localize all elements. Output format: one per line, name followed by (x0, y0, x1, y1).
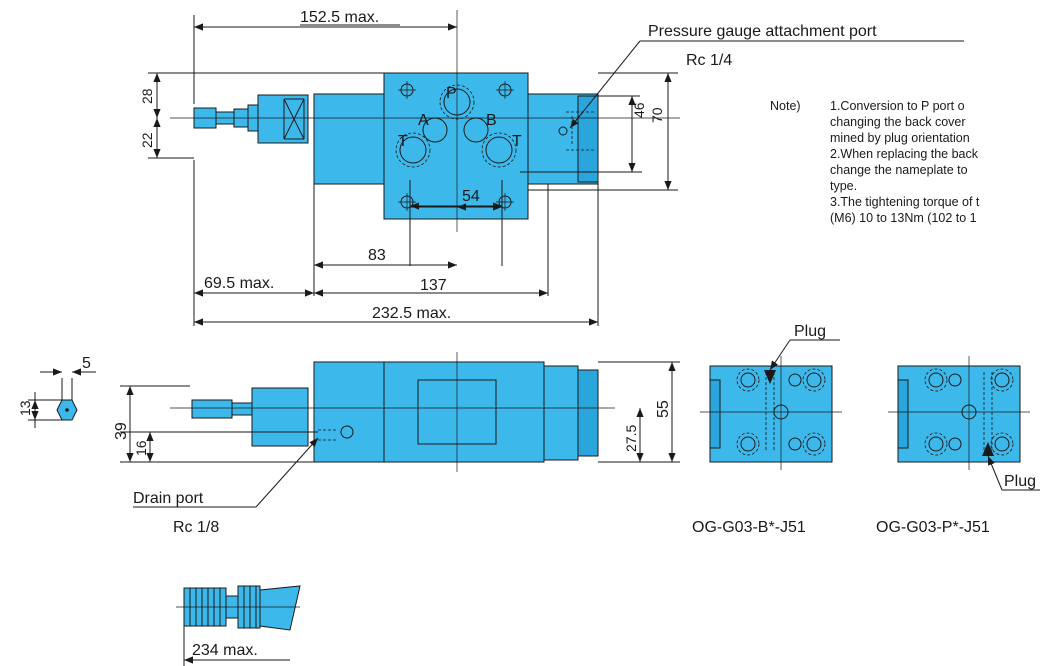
note-2-line-2: change the nameplate to (830, 163, 968, 177)
notes-block: Note) 1.Conversion to P port o changing t… (770, 98, 1052, 226)
hex-detail: 5 13 (17, 355, 96, 428)
note-1-line-1: 1.Conversion to P port o (830, 99, 965, 113)
dim-16-label: 16 (133, 440, 149, 456)
note-1-line-2: changing the back cover (830, 115, 966, 129)
config-p-view: Plug OG-G03-P*-J51 (876, 356, 1040, 536)
port-t-right-circle (485, 136, 513, 164)
front-view-dimensions: 39 16 27.5 55 Drain port Rc 1/8 (113, 361, 680, 536)
dim-22-label: 22 (139, 132, 155, 148)
note-2-line-3: type. (830, 179, 858, 193)
port-t-right-label: T (512, 133, 522, 150)
gauge-port-thread: Rc 1/4 (686, 52, 732, 69)
dim-234-label: 234 max. (192, 642, 258, 659)
port-b-circle (463, 117, 489, 143)
dim-137-label: 137 (420, 277, 447, 294)
notes-prefix: Note) (770, 99, 801, 113)
drain-port-hole (340, 425, 354, 439)
dim-70-label: 70 (649, 107, 665, 123)
config-b-view: Plug OG-G03-B*-J51 (692, 323, 842, 536)
port-t-left-circle (399, 136, 427, 164)
gauge-port-hole (558, 126, 568, 136)
dim-54-label: 54 (462, 188, 480, 205)
dim-28-label: 28 (139, 88, 155, 104)
note-2-line-1: 2.When replacing the back (830, 147, 979, 161)
dim-hex-13-label: 13 (17, 400, 33, 416)
note-3-line-2: (M6) 10 to 13Nm (102 to 1 (830, 211, 977, 225)
model-b-label: OG-G03-B*-J51 (692, 519, 806, 536)
dim-39-label: 39 (113, 422, 130, 440)
drain-port-thread: Rc 1/8 (173, 519, 219, 536)
dim-hex-5-label: 5 (82, 355, 91, 372)
model-p-label: OG-G03-P*-J51 (876, 519, 990, 536)
dim-232-label: 232.5 max. (372, 305, 451, 322)
gauge-port-label: Pressure gauge attachment port (648, 23, 877, 40)
top-solenoid-body (313, 93, 385, 185)
note-1-line-3: mined by plug orientation (830, 131, 970, 145)
dim-46-label: 46 (631, 102, 647, 118)
drain-port-label: Drain port (133, 490, 204, 507)
plug-label-b: Plug (794, 323, 826, 340)
top-view: P A B T T (170, 10, 680, 232)
port-p-label: P (446, 85, 457, 102)
port-b-label: B (486, 112, 497, 129)
front-view (170, 352, 615, 472)
port-t-left-label: T (398, 133, 408, 150)
dim-83-label: 83 (368, 247, 386, 264)
dim-69-label: 69.5 max. (204, 275, 274, 292)
manual-knob-view: 234 max. (176, 585, 301, 666)
dim-27-label: 27.5 (623, 425, 639, 452)
note-3-line-1: 3.The tightening torque of t (830, 195, 980, 209)
dim-55-label: 55 (655, 400, 672, 418)
top-view-dimensions: 152.5 max. 28 22 46 70 54 83 69. (139, 9, 964, 326)
dim-152-label: 152.5 max. (300, 9, 379, 26)
plug-label-p: Plug (1004, 473, 1036, 490)
port-a-label: A (418, 112, 429, 129)
